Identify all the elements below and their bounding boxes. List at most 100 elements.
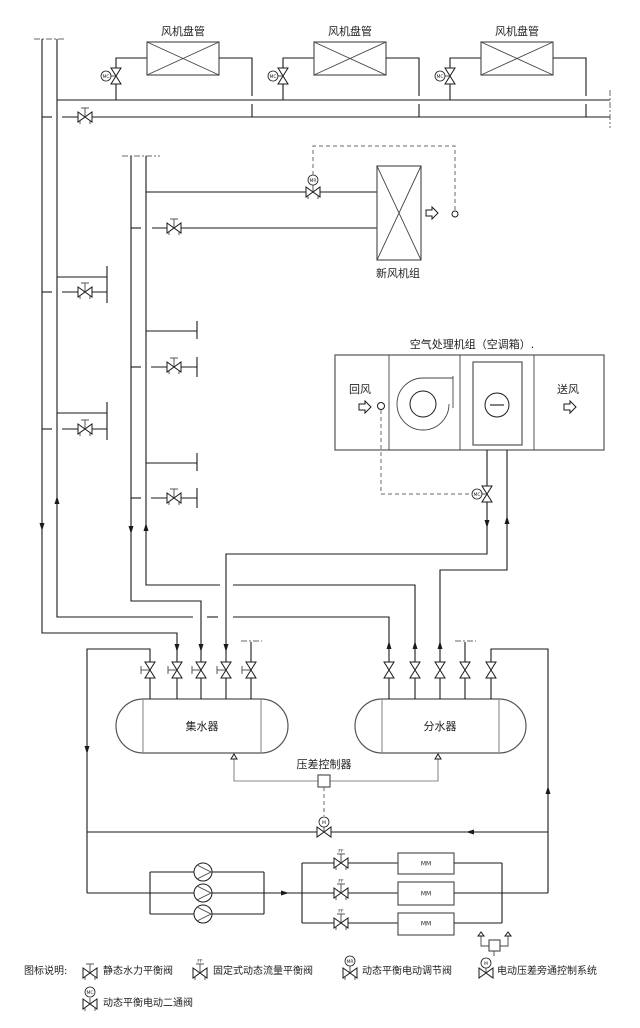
collector-return-main xyxy=(86,648,151,893)
supply-flow-up-icon xyxy=(437,641,443,649)
fan-coil-label-1: 风机盘管 xyxy=(161,24,205,38)
supply-flow-up-icon xyxy=(54,496,60,504)
dp-tap-icon xyxy=(230,753,238,760)
flow-right-icon xyxy=(281,890,289,896)
distributor-valve-icon xyxy=(383,661,395,679)
legend-label-mc-valve: 动态平衡电动二通阀 xyxy=(103,996,193,1009)
return-riser-1 xyxy=(41,39,178,662)
chiller-label-1: MM xyxy=(421,861,431,868)
distributor-valve-icon xyxy=(434,661,446,679)
supply-air-label: 送风 xyxy=(557,382,579,396)
distributor-valve-icon xyxy=(409,661,421,679)
return-air-sensor-icon xyxy=(377,402,385,410)
pump-1-icon xyxy=(193,862,213,882)
ahu-supply-pipe xyxy=(439,450,508,662)
dp-controller-label: 压差控制器 xyxy=(297,757,352,771)
air-handling-unit xyxy=(334,354,605,451)
pump-impeller-icon xyxy=(196,885,213,901)
diagram-labels: 风机盘管 风机盘管 风机盘管 新风机组 空气处理机组（空调箱）. 回风 送风 集… xyxy=(24,24,597,1009)
supply-riser-2-to-distributor xyxy=(233,584,416,662)
mc-tag-icon xyxy=(434,70,446,82)
pump-2-icon xyxy=(193,883,213,903)
supply-air-arrow-icon xyxy=(563,399,577,415)
return-flow-down-icon xyxy=(84,746,90,754)
chiller-3 xyxy=(397,912,455,936)
mc-tag-icon-text: MC xyxy=(86,990,93,996)
chiller-label-2: MM xyxy=(421,891,431,898)
fan-coil-return-branch xyxy=(553,57,587,96)
dp-bypass-line xyxy=(480,935,489,947)
temperature-sensor-icon xyxy=(451,210,459,218)
fresh-air-outlet-arrow-icon xyxy=(425,205,439,221)
box-cross xyxy=(146,41,220,76)
fan-coil-label-2: 风机盘管 xyxy=(328,24,372,38)
mc-tag-icon xyxy=(267,70,279,82)
pump-impeller-icon xyxy=(196,864,213,880)
return-flow-down-icon xyxy=(174,644,180,652)
return-air-arrow-icon xyxy=(358,399,372,415)
return-riser-2 xyxy=(130,156,202,662)
return-flow-down-icon xyxy=(484,520,490,528)
mc-tag-icon-text: MC xyxy=(436,74,443,80)
fan-volute-icon xyxy=(396,377,453,431)
supply-riser-1-to-distributor xyxy=(233,616,390,662)
distributor-valve-icon xyxy=(485,661,497,679)
mr-tag-icon-text: MR xyxy=(309,178,316,184)
dp-sensing-line xyxy=(233,757,439,782)
mc-tag-icon xyxy=(100,70,112,82)
distributor-supply-main xyxy=(490,648,549,893)
bypass-flow-left-icon xyxy=(466,829,474,835)
mr-tag-icon xyxy=(344,955,356,967)
dp-controller-box xyxy=(317,774,331,788)
pump-3-icon xyxy=(193,904,213,924)
supply-flow-up-icon xyxy=(386,641,392,649)
supply-flow-up-icon xyxy=(545,786,551,794)
supply-riser-2 xyxy=(145,156,220,586)
collector-label: 集水器 xyxy=(186,719,219,733)
box-cross xyxy=(480,41,554,76)
fan-coil-supply-branch xyxy=(282,57,314,100)
mc-tag-icon xyxy=(84,986,96,998)
m-tag-icon-text: M xyxy=(322,820,326,826)
legend-label-mr-valve: 动态平衡电动调节阀 xyxy=(362,964,452,977)
return-air-label: 回风 xyxy=(349,383,371,396)
mc-tag-icon-text: MC xyxy=(269,74,276,80)
dp-tap-icon xyxy=(434,753,442,760)
dp-tap-icon xyxy=(477,931,485,937)
return-flow-down-icon xyxy=(223,644,229,652)
mc-tag-icon-text: MC xyxy=(473,492,480,498)
fan-coil-return-branch xyxy=(219,57,253,96)
legend-label-ff-valve: 固定式动态流量平衡阀 xyxy=(213,964,313,977)
legend-label-static-valve: 静态水力平衡阀 xyxy=(103,964,173,977)
dp-bypass-line xyxy=(500,935,509,947)
mr-tag-icon-text: MR xyxy=(346,959,353,965)
distributor-label: 分水器 xyxy=(424,720,457,733)
ff-tag-text: FF xyxy=(197,959,203,965)
fan-coil-label-3: 风机盘管 xyxy=(495,24,539,38)
ff-tag-text: FF xyxy=(338,849,344,855)
box-cross xyxy=(313,41,387,76)
legend-title: 图标说明: xyxy=(24,964,67,977)
box-cross xyxy=(376,165,422,261)
distributor-valve-icon xyxy=(459,661,471,679)
supply-flow-up-icon xyxy=(143,523,149,531)
dp-bypass-controller-icon xyxy=(488,939,501,952)
supply-flow-up-icon xyxy=(412,641,418,649)
fan-impeller-icon xyxy=(409,390,437,418)
ahu-return-pipe xyxy=(225,450,488,662)
m-tag-icon-text: M xyxy=(484,961,488,967)
fan-coil-supply-branch xyxy=(449,57,481,100)
m-tag-icon xyxy=(480,957,492,969)
mc-tag-icon xyxy=(471,488,483,500)
fan-coil-supply-branch xyxy=(115,57,147,100)
ff-tag-text: FF xyxy=(338,909,344,915)
ff-tag-text: FF xyxy=(338,879,344,885)
dp-tap-icon xyxy=(504,931,512,937)
return-flow-down-icon xyxy=(198,644,204,652)
fresh-air-unit-label: 新风机组 xyxy=(376,266,420,280)
supply-flow-up-icon xyxy=(504,516,510,524)
fresh-air-control-signal xyxy=(312,145,456,211)
ahu-title: 空气处理机组（空调箱）. xyxy=(410,337,535,351)
